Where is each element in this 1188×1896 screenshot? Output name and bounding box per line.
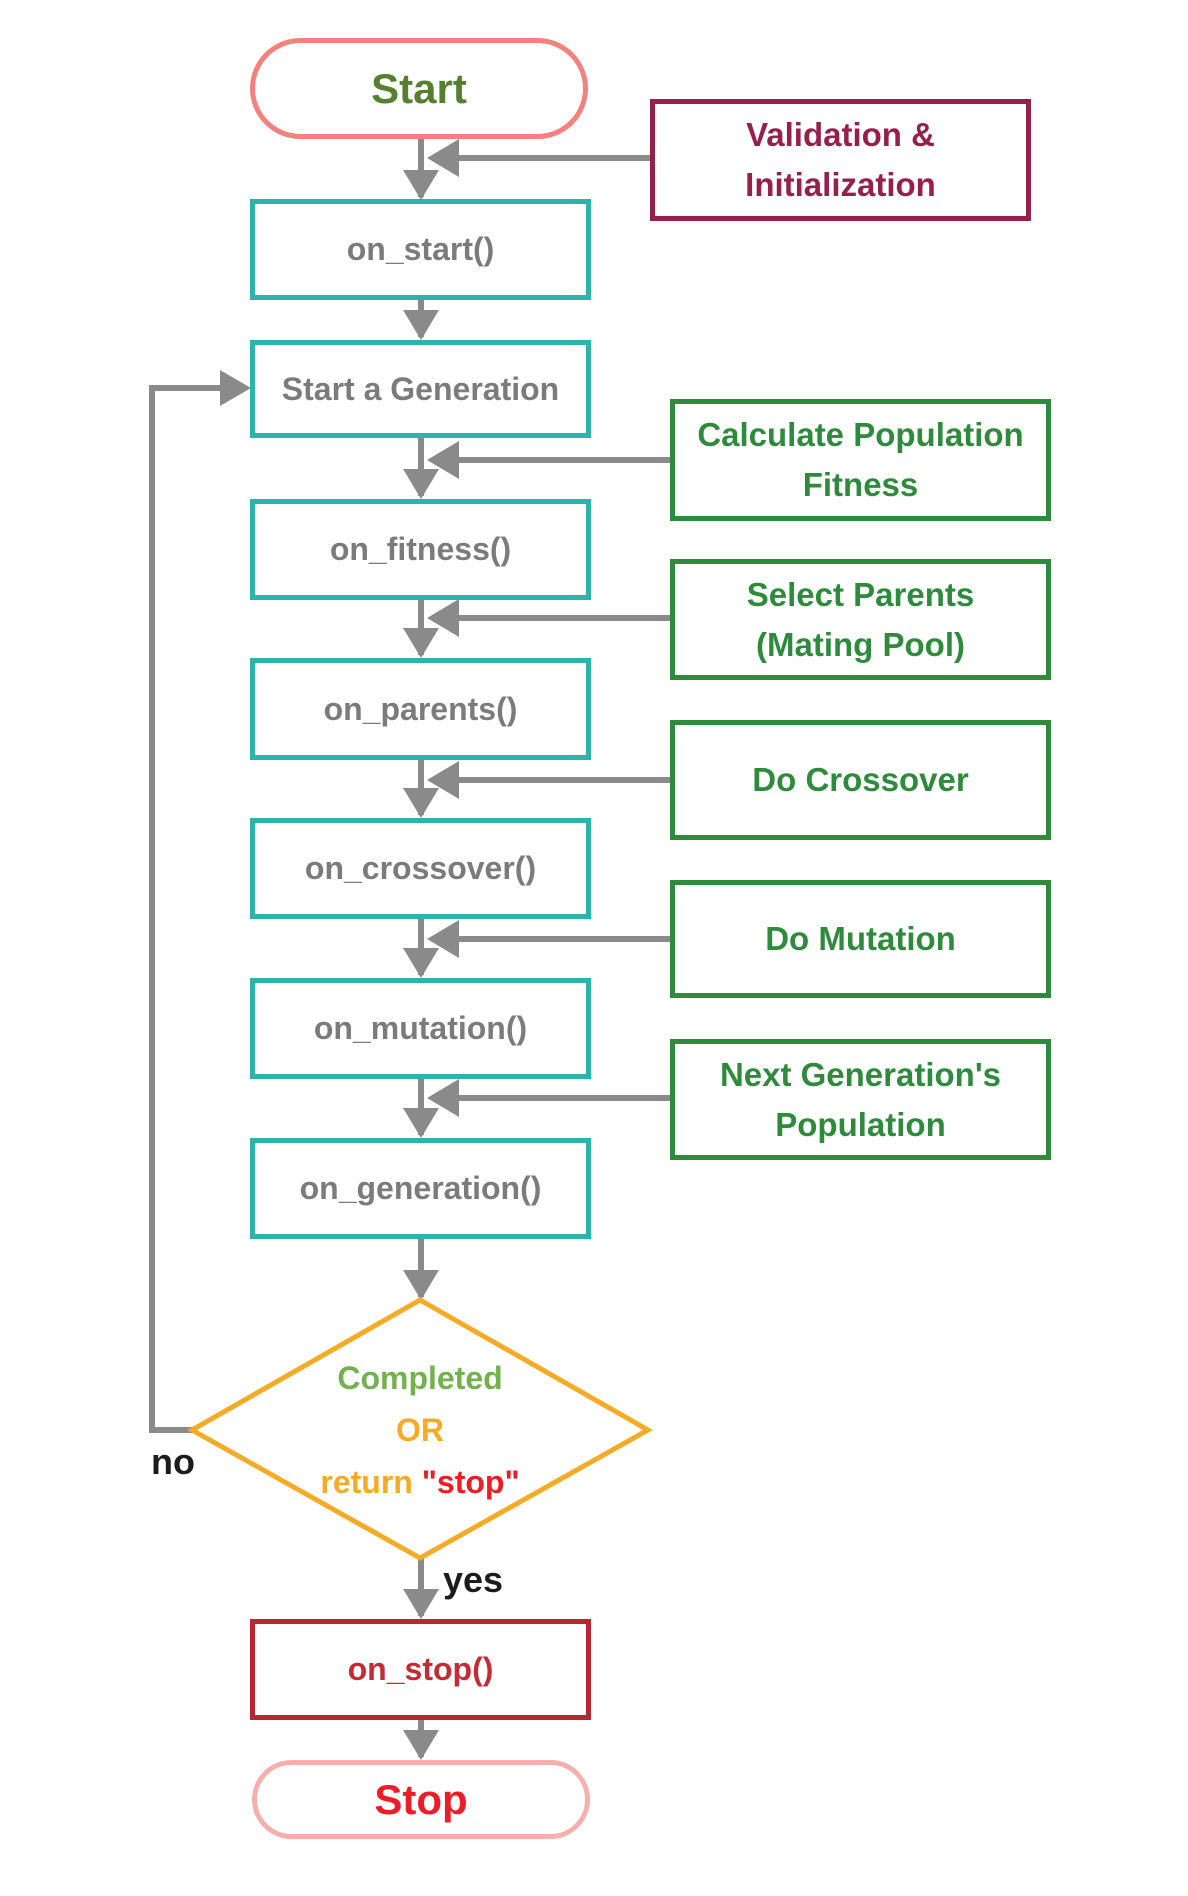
edge-label-no: no (151, 1441, 195, 1482)
annotation-fitness-line1: Calculate Population (697, 416, 1024, 453)
annotation-parents-line2: (Mating Pool) (756, 625, 965, 663)
loop-no-line (149, 385, 220, 1433)
annotation-validation: Validation & Initialization (650, 99, 1031, 221)
arrow-left-icon (427, 441, 459, 479)
decision-diamond (186, 1297, 654, 1561)
annotation-mutation-label: Do Mutation (765, 920, 956, 957)
node-on-fitness-label: on_fitness() (329, 531, 512, 567)
node-on-generation: on_generation() (250, 1138, 591, 1239)
arrow-down-icon (403, 788, 439, 818)
node-on-mutation-label: on_mutation() (313, 1010, 528, 1046)
node-on-crossover-label: on_crossover() (304, 850, 537, 886)
arrow-left-icon (427, 761, 459, 799)
arrow-left-icon (427, 139, 459, 177)
decision-line-return: return "stop" (245, 1456, 595, 1508)
arrowheads (220, 139, 459, 1760)
node-on-stop: on_stop() (250, 1619, 591, 1720)
node-on-start-label: on_start() (346, 231, 495, 267)
decision-line-completed: Completed (337, 1360, 503, 1396)
arrow-down-icon (403, 948, 439, 978)
decision-return-keyword: return (320, 1464, 413, 1500)
edge-label-yes: yes (442, 1559, 504, 1600)
node-on-crossover: on_crossover() (250, 818, 591, 919)
annotation-parents-line1: Select Parents (746, 575, 975, 613)
node-on-mutation: on_mutation() (250, 978, 591, 1079)
annotation-crossover: Do Crossover (670, 720, 1051, 840)
node-on-stop-label: on_stop() (347, 1651, 494, 1687)
annotation-parents: Select Parents (Mating Pool) (670, 559, 1051, 680)
node-start-generation-label: Start a Generation (281, 370, 560, 407)
node-start-generation: Start a Generation (250, 340, 591, 438)
annotation-next-generation-line1: Next Generation's (719, 1055, 1002, 1093)
decision-stop-value: "stop" (421, 1464, 520, 1500)
annotation-validation-line1: Validation & (746, 116, 935, 153)
node-on-start: on_start() (250, 199, 591, 300)
arrow-down-icon (403, 1270, 439, 1300)
annotation-validation-line2: Initialization (745, 166, 936, 203)
arrow-left-icon (427, 599, 459, 637)
arrow-down-icon (403, 1589, 439, 1619)
arrow-down-icon (403, 1730, 439, 1760)
node-on-fitness: on_fitness() (250, 499, 591, 600)
decision-text: Completed OR return "stop" (245, 1352, 595, 1508)
node-on-parents-label: on_parents() (323, 690, 518, 727)
annotation-fitness-line2: Fitness (802, 466, 919, 503)
annotation-mutation: Do Mutation (670, 880, 1051, 998)
decision-line-or: OR (396, 1412, 444, 1448)
node-start-label: Start (371, 64, 467, 112)
arrow-down-icon (403, 1108, 439, 1138)
connector-lines (149, 139, 670, 1757)
node-start: Start (250, 38, 588, 139)
arrow-right-icon (220, 370, 251, 406)
node-on-parents: on_parents() (250, 658, 591, 760)
arrow-left-icon (427, 1079, 459, 1117)
arrow-down-icon (403, 628, 439, 658)
node-on-generation-label: on_generation() (299, 1170, 542, 1206)
annotation-next-generation-line2: Population (775, 1105, 946, 1143)
arrow-down-icon (403, 469, 439, 499)
annotation-crossover-label: Do Crossover (752, 761, 969, 798)
arrow-down-icon (403, 170, 439, 200)
node-stop-label: Stop (374, 1775, 468, 1823)
annotation-next-generation: Next Generation's Population (670, 1039, 1051, 1160)
arrow-left-icon (427, 920, 459, 958)
annotation-fitness: Calculate Population Fitness (670, 399, 1051, 521)
node-stop: Stop (252, 1760, 590, 1839)
arrow-down-icon (403, 310, 439, 340)
